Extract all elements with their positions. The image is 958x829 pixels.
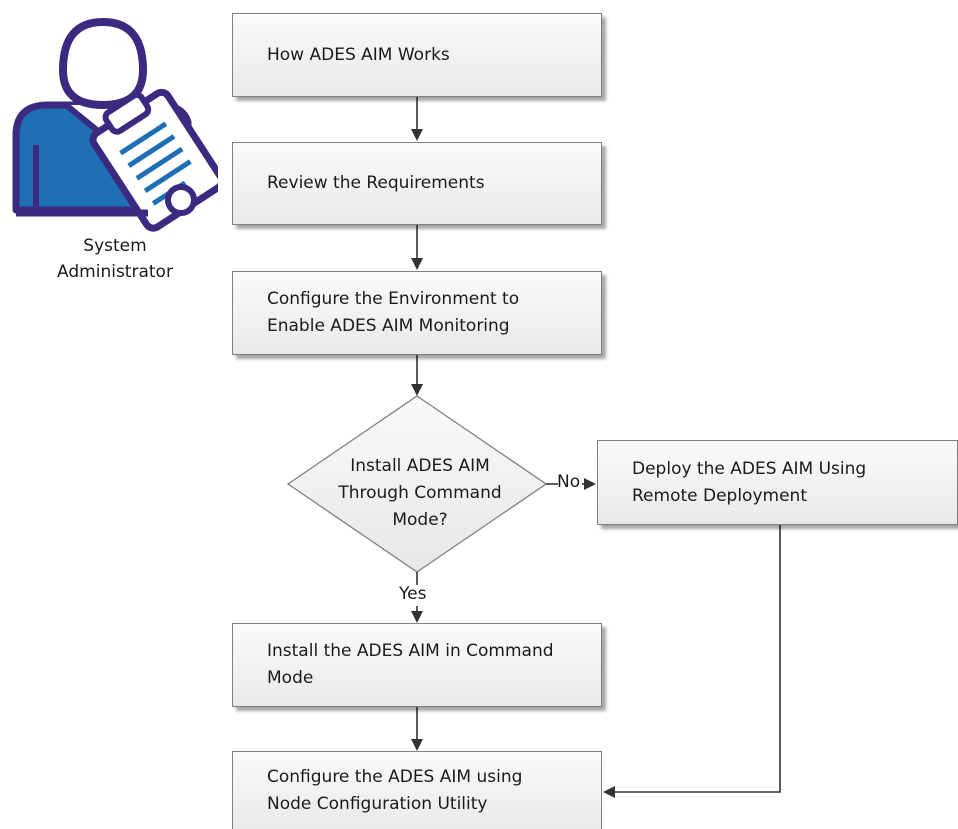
connector-remote xyxy=(603,525,781,798)
decision-label: Install ADES AIM Through Command Mode? xyxy=(338,456,502,530)
branch-no-label: No xyxy=(557,472,581,492)
step-configure-environment-label: Configure the Environment to Enable ADES… xyxy=(267,289,520,336)
step-configure-node: Configure the ADES AIM using Node Config… xyxy=(232,751,602,829)
step-install-command-mode: Install the ADES AIM in Command Mode xyxy=(232,623,602,707)
persona-caption: System Administrator xyxy=(57,236,173,282)
system-administrator-icon xyxy=(12,17,218,232)
branch-yes-label: Yes xyxy=(399,584,427,604)
step-review-requirements: Review the Requirements xyxy=(232,142,602,225)
step-configure-node-label: Configure the ADES AIM using Node Config… xyxy=(267,766,523,814)
step-review-requirements-label: Review the Requirements xyxy=(267,173,485,193)
step-remote-deployment-label: Deploy the ADES AIM Using Remote Deploym… xyxy=(632,458,867,506)
step-install-command-mode-label: Install the ADES AIM in Command Mode xyxy=(267,641,554,688)
step-how-it-works: How ADES AIM Works xyxy=(232,13,602,97)
step-configure-environment: Configure the Environment to Enable ADES… xyxy=(232,271,602,355)
step-how-it-works-label: How ADES AIM Works xyxy=(267,44,450,65)
step-remote-deployment: Deploy the ADES AIM Using Remote Deploym… xyxy=(597,440,958,525)
